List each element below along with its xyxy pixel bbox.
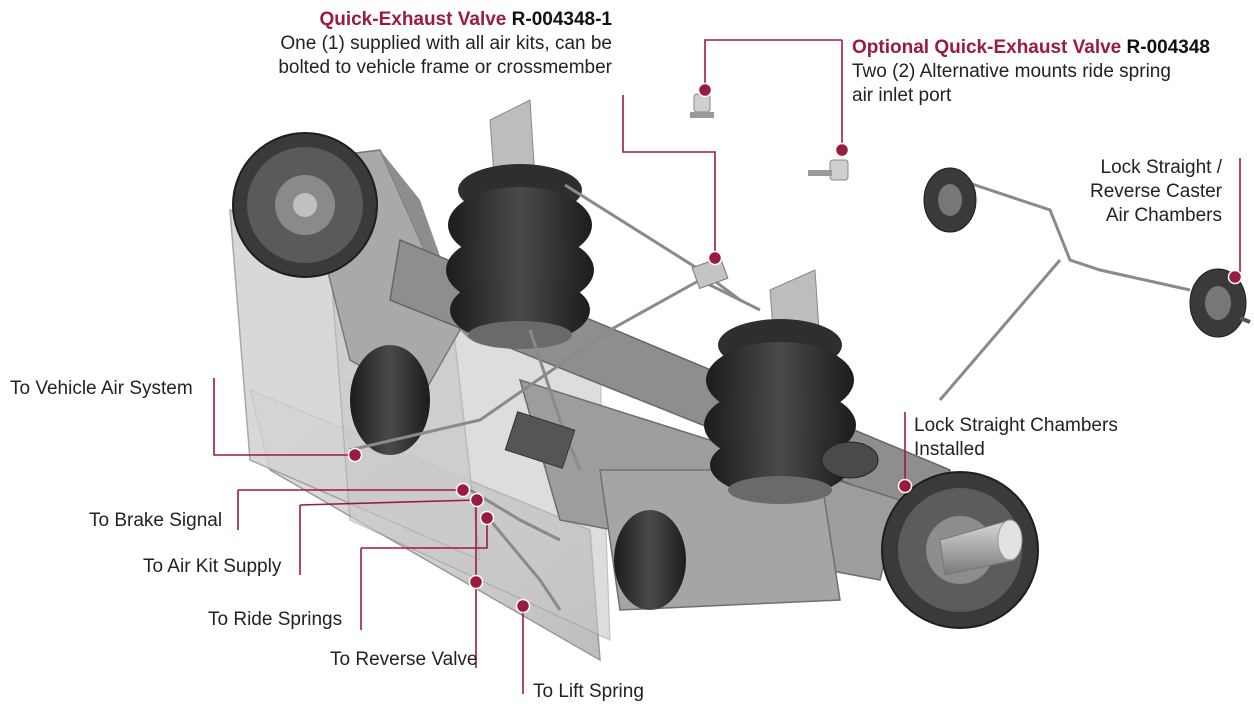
callout-lock-straight-chambers: Lock Straight Chambers Installed	[914, 414, 1118, 462]
callout-part-number: R-004348-1	[511, 9, 612, 30]
callout-optional-quick-exhaust-valve: Optional Quick-Exhaust Valve R-004348 Tw…	[852, 36, 1210, 108]
lock-straight-chamber	[821, 441, 879, 479]
callout-caster-air-chambers: Lock Straight / Reverse Caster Air Chamb…	[1060, 156, 1222, 228]
right-brake-drum	[881, 471, 1039, 629]
caster-air-chambers	[923, 167, 1251, 338]
ride-spring-left	[446, 99, 594, 349]
air-manifold	[504, 256, 729, 469]
label-ride-springs: To Ride Springs	[208, 609, 343, 630]
callout-line: Reverse Caster	[1090, 181, 1222, 202]
label-reverse-valve: To Reverse Valve	[330, 649, 478, 670]
callout-line: Lock Straight /	[1100, 157, 1222, 178]
callout-line: One (1) supplied with all air kits, can …	[280, 33, 612, 54]
callout-line: Lock Straight Chambers	[914, 415, 1118, 436]
callout-line: Air Chambers	[1105, 205, 1222, 226]
optional-quick-exhaust-valves	[690, 93, 849, 181]
left-brake-drum	[232, 132, 378, 278]
callout-line: bolted to vehicle frame or crossmember	[278, 57, 612, 78]
label-lift-spring: To Lift Spring	[533, 681, 644, 702]
callout-line: Installed	[914, 439, 985, 460]
label-brake-signal: To Brake Signal	[89, 510, 223, 531]
lift-spring	[350, 345, 686, 610]
callout-dots	[347, 82, 1243, 614]
callout-title: Optional Quick-Exhaust Valve	[852, 37, 1122, 58]
callout-line: Two (2) Alternative mounts ride spring	[852, 61, 1171, 82]
label-air-kit-supply: To Air Kit Supply	[143, 556, 282, 577]
callout-quick-exhaust-valve: Quick-Exhaust Valve R-004348-1 One (1) s…	[232, 8, 612, 80]
ride-spring-right	[704, 269, 856, 504]
label-vehicle-air-system: To Vehicle Air System	[10, 378, 193, 399]
callout-title: Quick-Exhaust Valve	[319, 9, 507, 30]
callout-part-number: R-004348	[1126, 37, 1210, 58]
callout-line: air inlet port	[852, 85, 952, 106]
